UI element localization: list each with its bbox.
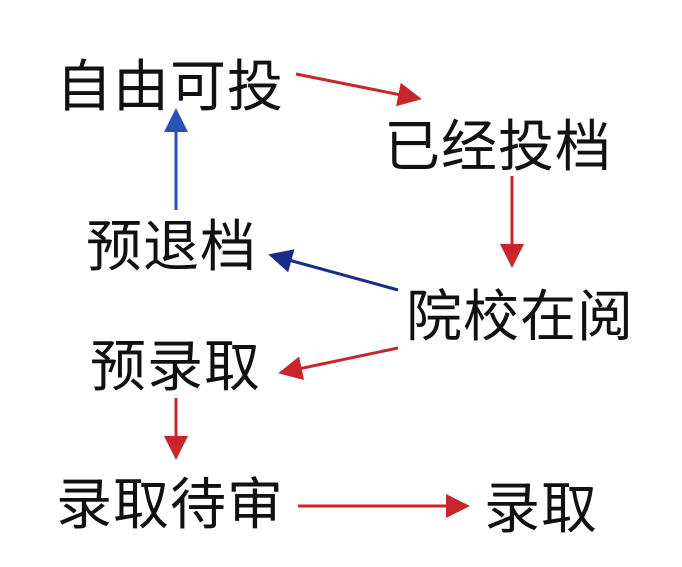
node-school-reviewing: 院校在阅 (406, 285, 634, 350)
node-pre-admitted: 预录取 (90, 335, 261, 400)
node-admission-pending: 录取待审 (56, 473, 284, 538)
arrow-reviewing-to-withdrawn (268, 249, 399, 292)
node-pre-withdrawn: 预退档 (86, 215, 257, 280)
node-admitted: 录取 (484, 477, 598, 542)
node-already-applied: 已经投档 (384, 115, 612, 180)
arrow-free-to-applied (295, 72, 422, 107)
arrow-reviewing-to-preadmit (278, 346, 399, 381)
node-free-to-apply: 自由可投 (56, 55, 284, 120)
